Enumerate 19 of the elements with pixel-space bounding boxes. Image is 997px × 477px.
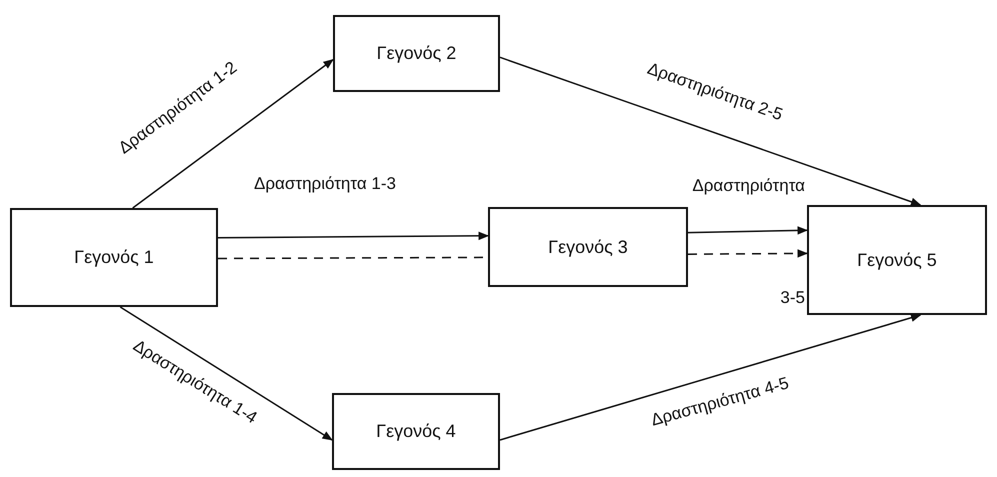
arrow <box>218 232 490 240</box>
event-box <box>10 208 218 307</box>
event-label: Γεγονός 1 <box>74 247 154 268</box>
edge-label: Δραστηριότητα 1-3 <box>254 174 396 194</box>
event-box <box>488 207 688 287</box>
event-label: Γεγονός 5 <box>857 250 937 270</box>
arrow <box>688 249 808 258</box>
event-label: Γεγονός 4 <box>376 421 456 442</box>
edge-label: Δραστηριότητα 3-5 <box>691 175 805 309</box>
event-box <box>333 15 500 92</box>
event-box <box>332 393 500 470</box>
event-label: Γεγονός 3 <box>548 236 628 258</box>
event-label: Γεγονός 2 <box>376 43 456 64</box>
event-box <box>807 205 987 315</box>
arrow <box>500 314 922 441</box>
arrow <box>120 306 333 441</box>
arrow <box>688 226 808 235</box>
arrow <box>132 59 334 209</box>
arrow <box>500 56 922 206</box>
